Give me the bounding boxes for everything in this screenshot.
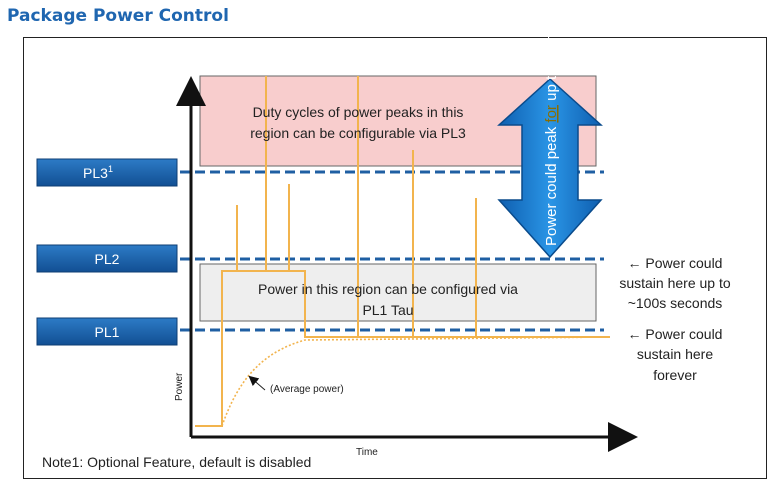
pl3-region-text-line1: Duty cycles of power peaks in this — [253, 104, 464, 120]
pl1-region-text-line1: Power in this region can be configured v… — [258, 281, 518, 297]
x-axis-label: Time — [356, 447, 378, 458]
pl1-box: PL1 — [36, 317, 178, 346]
svg-text:Power could peak for up to 10m: Power could peak for up to 10ms — [543, 27, 560, 246]
svg-text:PL2: PL2 — [95, 251, 120, 267]
power-trace — [195, 76, 610, 427]
pl1-region-text-line2: PL1 Tau — [362, 302, 413, 318]
pl2-note-line3: ~100s seconds — [628, 295, 723, 311]
svg-text:PL31: PL31 — [83, 164, 113, 181]
average-power-pointer — [248, 375, 266, 391]
svg-text:PL1: PL1 — [95, 324, 120, 340]
pl1-note-line1: ← Power could — [628, 326, 723, 342]
y-axis-label: Power — [174, 372, 185, 401]
pl2-note-line2: sustain here up to — [619, 275, 731, 291]
peak-duration-arrow: Power could peak for up to 10ms — [497, 27, 603, 259]
average-power-curve — [221, 336, 611, 427]
diagram-frame — [23, 37, 767, 479]
pl2-box: PL2 — [36, 244, 178, 273]
pl1-note-line2: sustain here — [637, 346, 713, 362]
pl3-box: PL31 — [36, 158, 178, 187]
pl1-region — [199, 263, 597, 322]
average-power-label: (Average power) — [270, 384, 344, 395]
pl3-region-text-line2: region can be configurable via PL3 — [250, 125, 466, 141]
pl1-note-line3: forever — [653, 367, 697, 383]
footnote: Note1: Optional Feature, default is disa… — [42, 454, 311, 470]
pl2-note-line1: ← Power could — [628, 255, 723, 271]
page-title: Package Power Control — [7, 6, 229, 26]
